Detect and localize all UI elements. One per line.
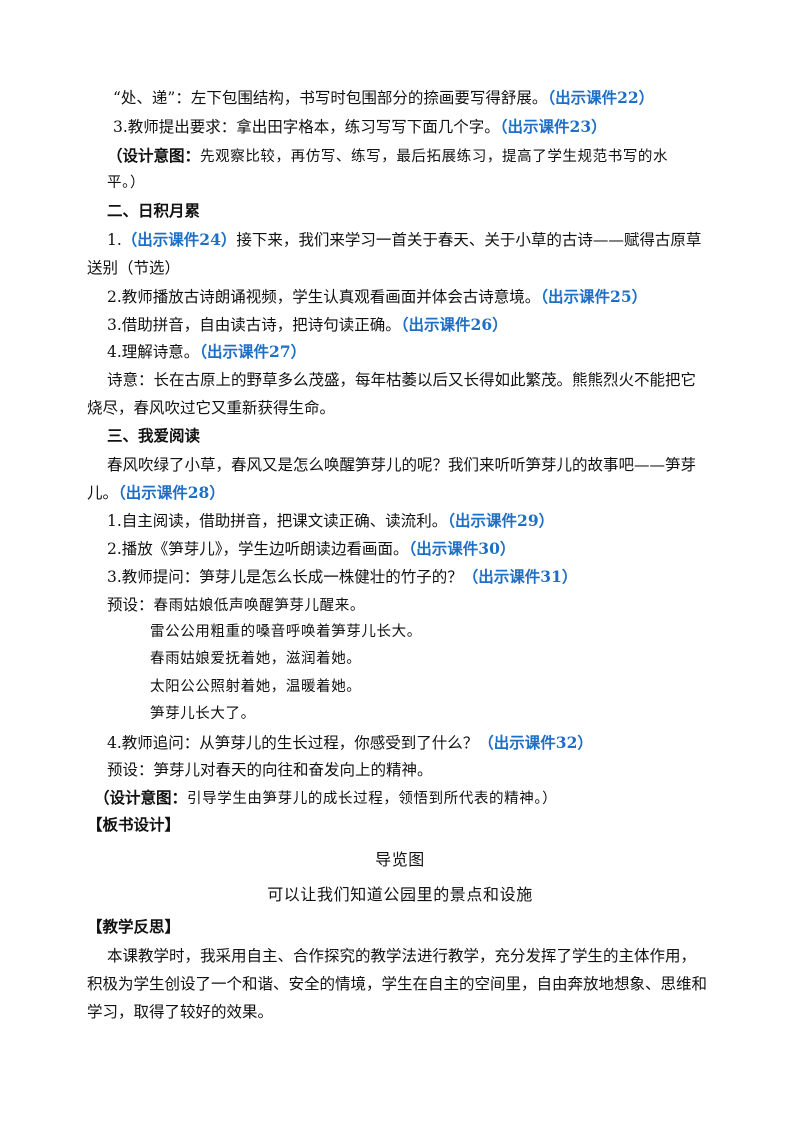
- preset-line-4: 太阳公公照射着她，温暖着她。: [150, 677, 361, 697]
- text-line-11: 诗意：长在古原上的野草多么茂盛，每年枯萎以后又长得如此繁茂。熊熊烈火不能把它: [107, 370, 696, 390]
- line-text: 2.教师播放古诗朗诵视频，学生认真观看画面并体会古诗意境。: [107, 288, 541, 306]
- text-line-33: 学习，取得了较好的效果。: [87, 1002, 273, 1022]
- design-intent-label: （设计意图：: [107, 146, 201, 165]
- board-title-text: 导览图: [375, 850, 425, 869]
- courseware-ref: （出示课件29）: [447, 511, 555, 530]
- line-text: 平。）: [107, 175, 146, 191]
- line-text: 预设：: [107, 596, 154, 614]
- section-heading-2: 二、日积月累: [107, 201, 200, 221]
- text-line-19: 预设：春雨姑娘低声唤醒笋芽儿醒来。: [107, 595, 365, 616]
- design-intent-label: （设计意图：: [94, 788, 188, 807]
- preset-answer: 笋芽儿长大了。: [150, 706, 256, 722]
- line-text: 本课教学时，我采用自主、合作探究的教学法进行教学，充分发挥了学生的主体作用，: [107, 947, 697, 965]
- text-line-1: “处、递”：左下包围结构，书写时包围部分的捺画要写得舒展。（出示课件22）: [113, 88, 654, 108]
- courseware-ref: （出示课件30）: [408, 539, 516, 558]
- preset-line-3: 春雨姑娘爱抚着她，滋润着她。: [150, 649, 361, 669]
- text-line-32: 积极为学生创设了一个和谐、安全的情境，学生在自主的空间里，自由奔放地想象、思维和: [87, 974, 707, 994]
- board-design-heading: 【板书设计】: [87, 815, 180, 835]
- line-text: 2.播放《笋芽儿》，学生边听朗读边看画面。: [107, 540, 409, 558]
- line-text: 3.教师提出要求：拿出田字格本，练习写写下面几个字。: [113, 118, 500, 136]
- text-line-8: 2.教师播放古诗朗诵视频，学生认真观看画面并体会古诗意境。（出示课件25）: [107, 287, 647, 307]
- text-line-18: 3.教师提问：笋芽儿是怎么长成一株健壮的竹子的？（出示课件31）: [107, 567, 577, 587]
- courseware-ref: （出示课件27）: [199, 342, 307, 361]
- preset-answer: 春雨姑娘低声唤醒笋芽儿醒来。: [153, 598, 365, 614]
- line-text: 诗意：长在古原上的野草多么茂盛，每年枯萎以后又长得如此繁茂。熊熊烈火不能把它: [107, 371, 697, 389]
- line-text: 儿。: [87, 484, 119, 502]
- line-text: 预设：笋芽儿对春天的向往和奋发向上的精神。: [107, 761, 433, 779]
- board-subtitle-text: 可以让我们知道公园里的景点和设施: [267, 885, 533, 904]
- text-line-10: 4.理解诗意。（出示课件27）: [107, 342, 306, 362]
- line-text: 3.借助拼音，自由读古诗，把诗句读正确。: [107, 316, 401, 334]
- courseware-ref: （出示课件26）: [400, 315, 508, 334]
- text-line-7: 送别（节选）: [87, 258, 180, 278]
- line-text: 1.: [107, 231, 122, 249]
- design-intent-2: （设计意图：引导学生由笋芽儿的成长过程，领悟到所代表的精神。）: [94, 788, 557, 809]
- text-line-2: 3.教师提出要求：拿出田字格本，练习写写下面几个字。（出示课件23）: [113, 117, 607, 137]
- preset-answer: 太阳公公照射着她，温暖着她。: [150, 679, 362, 695]
- line-text: 先观察比较，再仿写、练写，最后拓展练习，提高了学生规范书写的水: [200, 149, 669, 165]
- text-line-31: 本课教学时，我采用自主、合作探究的教学法进行教学，充分发挥了学生的主体作用，: [107, 946, 696, 966]
- courseware-ref: （出示课件24）: [121, 230, 237, 249]
- courseware-ref: （出示课件22）: [547, 88, 655, 107]
- line-text: 引导学生由笋芽儿的成长过程，领悟到所代表的精神。）: [187, 791, 558, 807]
- preset-answer: 雷公公用粗重的嗓音呼唤着笋芽儿长大。: [150, 624, 422, 640]
- line-text: 烧尽，春风吹过它又重新获得生命。: [87, 399, 336, 417]
- text-line-25: 预设：笋芽儿对春天的向往和奋发向上的精神。: [107, 760, 433, 780]
- preset-answer: 春雨姑娘爱抚着她，滋润着她。: [150, 651, 362, 667]
- heading-text: 三、我爱阅读: [107, 426, 201, 445]
- line-text: 4.理解诗意。: [107, 343, 200, 361]
- line-text: 1.自主阅读，借助拼音，把课文读正确、读流利。: [107, 512, 448, 530]
- courseware-ref: （出示课件23）: [499, 117, 607, 136]
- text-line-6: 1.（出示课件24）接下来，我们来学习一首关于春天、关于小草的古诗——赋得古原草: [107, 230, 701, 250]
- courseware-ref: （出示课件28）: [118, 483, 225, 502]
- courseware-ref: （出示课件25）: [540, 287, 648, 306]
- heading-text: 【板书设计】: [87, 815, 181, 834]
- line-text: 春风吹绿了小草，春风又是怎么唤醒笋芽儿的呢？我们来听听笋芽儿的故事吧——笋芽: [107, 456, 697, 474]
- reflection-heading: 【教学反思】: [87, 917, 180, 937]
- line-text: 3.教师提问：笋芽儿是怎么长成一株健壮的竹子的？: [107, 568, 463, 586]
- line-text: 送别（节选）: [87, 259, 181, 277]
- text-line-4: 平。）: [107, 173, 145, 193]
- courseware-ref: （出示课件32）: [478, 733, 593, 752]
- text-line-24: 4.教师追问：从笋芽儿的生长过程，你感受到了什么？（出示课件32）: [107, 733, 593, 753]
- design-intent-1: （设计意图：先观察比较，再仿写、练写，最后拓展练习，提高了学生规范书写的水: [107, 146, 668, 167]
- preset-line-5: 笋芽儿长大了。: [150, 704, 256, 724]
- section-heading-3: 三、我爱阅读: [107, 426, 200, 446]
- text-line-17: 2.播放《笋芽儿》，学生边听朗读边看画面。（出示课件30）: [107, 539, 515, 559]
- heading-text: 【教学反思】: [87, 917, 181, 936]
- text-line-15: 儿。（出示课件28）: [87, 483, 225, 503]
- line-text: 4.教师追问：从笋芽儿的生长过程，你感受到了什么？: [107, 734, 479, 752]
- text-line-14: 春风吹绿了小草，春风又是怎么唤醒笋芽儿的呢？我们来听听笋芽儿的故事吧——笋芽: [107, 455, 696, 475]
- courseware-ref: （出示课件31）: [462, 567, 578, 586]
- line-text: 积极为学生创设了一个和谐、安全的情境，学生在自主的空间里，自由奔放地想象、思维和: [87, 975, 708, 993]
- board-title: 导览图: [0, 850, 800, 870]
- line-text: 学习，取得了较好的效果。: [87, 1003, 274, 1021]
- preset-line-2: 雷公公用粗重的嗓音呼唤着笋芽儿长大。: [150, 622, 422, 642]
- text-line-16: 1.自主阅读，借助拼音，把课文读正确、读流利。（出示课件29）: [107, 511, 554, 531]
- board-subtitle: 可以让我们知道公园里的景点和设施: [0, 885, 800, 905]
- heading-text: 二、日积月累: [107, 201, 201, 220]
- line-text: 接下来，我们来学习一首关于春天、关于小草的古诗——赋得古原草: [236, 231, 702, 249]
- text-line-9: 3.借助拼音，自由读古诗，把诗句读正确。（出示课件26）: [107, 315, 508, 335]
- text-line-12: 烧尽，春风吹过它又重新获得生命。: [87, 398, 335, 418]
- line-text: “处、递”：左下包围结构，书写时包围部分的捺画要写得舒展。: [113, 89, 548, 107]
